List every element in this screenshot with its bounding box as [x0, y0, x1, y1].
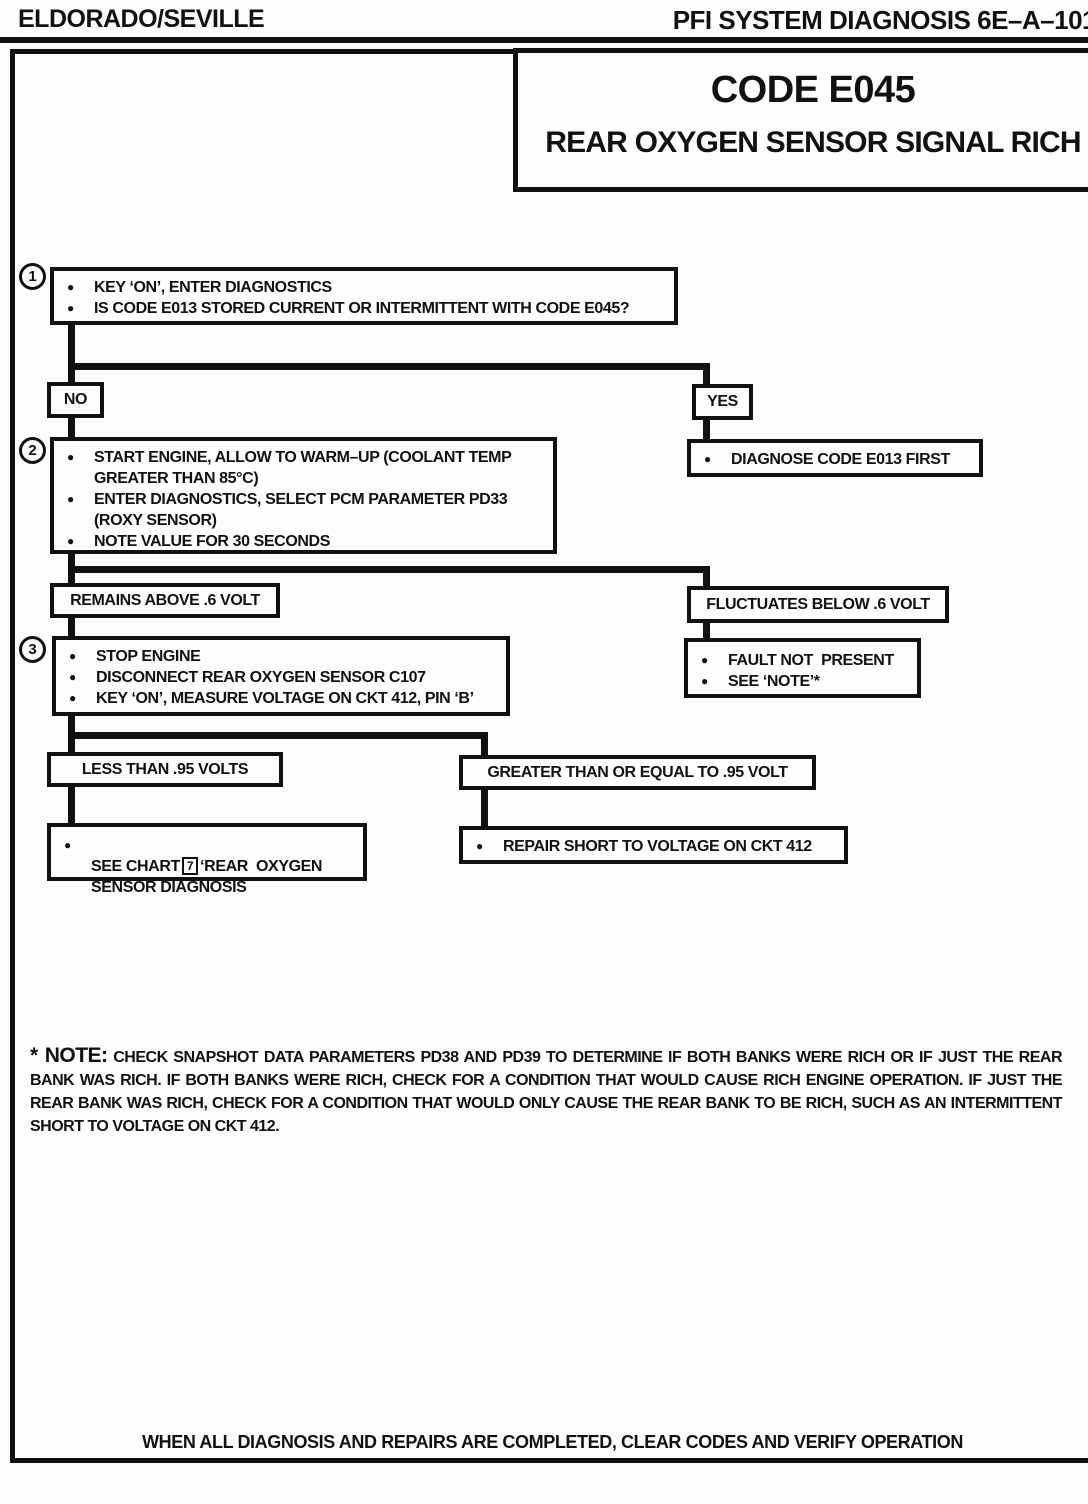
flow-step3-box: ● STOP ENGINE ● DISCONNECT REAR OXYGEN SEN… [52, 636, 510, 716]
flow-step1-box: ● KEY ‘ON’, ENTER DIAGNOSTICS ● IS CODE E0… [50, 267, 678, 325]
code-subtitle: REAR OXYGEN SENSOR SIGNAL RICH [545, 126, 1081, 159]
bullet-icon: ● [69, 649, 76, 663]
bullet-text: ENTER DIAGNOSTICS, SELECT PCM PARAMETER … [94, 491, 508, 529]
no-label: NO [63, 391, 88, 408]
flow-bullet-item: ● DISCONNECT REAR OXYGEN SENSOR C107 [56, 667, 500, 688]
flow-step2-box: ● START ENGINE, ALLOW TO WARM–UP (COOLANT… [50, 437, 557, 554]
step-number-1: 1 [19, 263, 46, 290]
header-rule [0, 37, 1088, 43]
flow-bullet-item: ● FAULT NOT PRESENT [688, 650, 911, 671]
step-number-label: 2 [28, 442, 37, 459]
flow-remains-box: REMAINS ABOVE .6 VOLT [50, 583, 280, 618]
bullet-icon: ● [67, 301, 74, 315]
flow-greater-box: GREATER THAN OR EQUAL TO .95 VOLT [459, 755, 816, 790]
bullet-text: IS CODE E013 STORED CURRENT OR INTERMITT… [94, 300, 630, 317]
greater-label: GREATER THAN OR EQUAL TO .95 VOLT [487, 763, 788, 781]
bullet-text: DISCONNECT REAR OXYGEN SENSOR C107 [96, 669, 426, 686]
header-section-title: PFI SYSTEM DIAGNOSIS 6E–A–101 [672, 5, 1088, 35]
bullet-icon: ● [69, 670, 76, 684]
bullet-text: KEY ‘ON’, ENTER DIAGNOSTICS [94, 279, 332, 296]
footer-instruction: WHEN ALL DIAGNOSIS AND REPAIRS ARE COMPL… [142, 1432, 963, 1452]
bullet-text: FAULT NOT PRESENT [728, 652, 894, 669]
note-body: CHECK SNAPSHOT DATA PARAMETERS PD38 AND … [30, 1049, 1063, 1135]
step-number-2: 2 [19, 437, 46, 464]
bullet-text: SEE CHART [91, 858, 180, 875]
flow-yes-box: YES [692, 384, 753, 420]
bullet-icon: ● [476, 839, 483, 853]
bullet-text: KEY ‘ON’, MEASURE VOLTAGE ON CKT 412, PI… [96, 690, 474, 707]
flow-bullet-item: ● STOP ENGINE [56, 646, 500, 667]
step-number-label: 3 [28, 641, 37, 658]
step-number-label: 1 [28, 268, 37, 285]
flow-bullet-item: ● REPAIR SHORT TO VOLTAGE ON CKT 412 [463, 836, 838, 857]
step-number-3: 3 [19, 636, 46, 663]
bullet-icon: ● [67, 492, 74, 506]
flow-bullet-item: ● SEE ‘NOTE’* [688, 671, 911, 692]
bullet-text: STOP ENGINE [96, 648, 201, 665]
less-label: LESS THAN .95 VOLTS [81, 760, 249, 778]
bullet-icon: ● [704, 452, 711, 466]
bullet-text: DIAGNOSE CODE E013 FIRST [731, 451, 950, 468]
flow-repair-box: ● REPAIR SHORT TO VOLTAGE ON CKT 412 [459, 826, 848, 864]
note-label: * NOTE: [30, 1044, 108, 1067]
flow-fault-not-present-box: ● FAULT NOT PRESENT ● SEE ‘NOTE’* [684, 638, 921, 698]
chart-ref-icon: 7 [181, 857, 199, 875]
bullet-icon: ● [69, 691, 76, 705]
bullet-text: SEE ‘NOTE’* [728, 673, 820, 690]
remains-label: REMAINS ABOVE .6 VOLT [70, 591, 260, 609]
flow-bullet-item: ● KEY ‘ON’, ENTER DIAGNOSTICS [54, 277, 668, 298]
connector-line [68, 732, 488, 739]
bullet-icon: ● [67, 280, 74, 294]
flow-bullet-item: ● NOTE VALUE FOR 30 SECONDS [54, 531, 547, 552]
title-box: CODE E045 REAR OXYGEN SENSOR SIGNAL RICH [513, 48, 1088, 192]
fluctuates-label: FLUCTUATES BELOW .6 VOLT [706, 595, 930, 613]
bullet-icon: ● [67, 450, 74, 464]
flow-bullet-item: ● START ENGINE, ALLOW TO WARM–UP (COOLANT… [54, 447, 547, 489]
bullet-text: START ENGINE, ALLOW TO WARM–UP (COOLANT … [94, 449, 512, 487]
bullet-icon: ● [64, 838, 71, 852]
flow-bullet-item: ● ENTER DIAGNOSTICS, SELECT PCM PARAMETER… [54, 489, 547, 531]
bullet-text: REPAIR SHORT TO VOLTAGE ON CKT 412 [503, 838, 812, 855]
bullet-icon: ● [67, 534, 74, 548]
yes-label: YES [707, 393, 738, 410]
connector-line [68, 566, 710, 573]
flow-fluctuates-box: FLUCTUATES BELOW .6 VOLT [687, 586, 949, 623]
flow-bullet-item: ● KEY ‘ON’, MEASURE VOLTAGE ON CKT 412, P… [56, 688, 500, 709]
flow-bullet-item: ● IS CODE E013 STORED CURRENT OR INTERMIT… [54, 298, 668, 319]
flow-no-box: NO [47, 382, 104, 418]
header-model-title: ELDORADO/SEVILLE [18, 5, 265, 33]
flow-less-box: LESS THAN .95 VOLTS [47, 752, 283, 787]
flow-bullet-item: ● DIAGNOSE CODE E013 FIRST [691, 449, 973, 470]
connector-line [68, 363, 710, 370]
flow-diagnose-e013-box: ● DIAGNOSE CODE E013 FIRST [687, 439, 983, 477]
bullet-text: ‘REAR OXYGEN SENSOR DIAGNOSIS [91, 858, 323, 896]
bullet-icon: ● [701, 653, 708, 667]
bullet-text: NOTE VALUE FOR 30 SECONDS [94, 533, 330, 550]
code-title: CODE E045 [710, 69, 916, 111]
bullet-icon: ● [701, 674, 708, 688]
note-paragraph: * NOTE: CHECK SNAPSHOT DATA PARAMETERS P… [30, 1044, 1063, 1138]
